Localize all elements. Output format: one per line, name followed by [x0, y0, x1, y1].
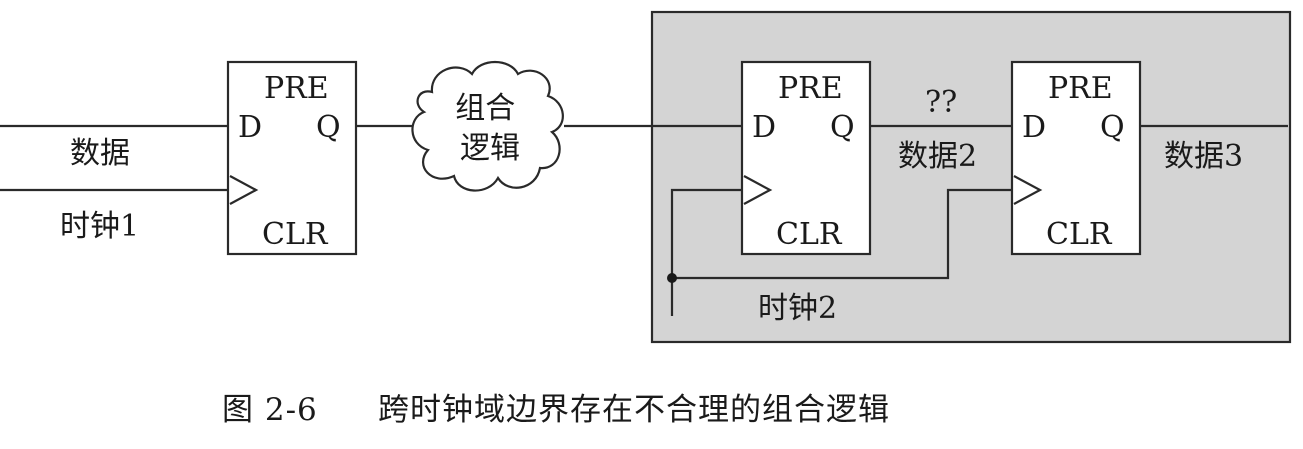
clock2-label: 时钟2	[758, 291, 837, 326]
figure-number: 图 2-6	[222, 392, 318, 428]
clock-triangle-icon	[229, 175, 259, 205]
flip-flop-3: PRE D Q CLR	[1010, 60, 1142, 256]
ff1-q-label: Q	[316, 110, 341, 145]
figure-caption: 跨时钟域边界存在不合理的组合逻辑	[378, 392, 890, 428]
data-input-label: 数据	[70, 136, 130, 171]
cloud-icon	[411, 61, 564, 192]
ff1-clr-label: CLR	[262, 217, 329, 252]
flip-flop-1: PRE D Q CLR	[226, 60, 358, 256]
flip-flop-3-body	[1010, 60, 1142, 256]
clock2-junction-dot	[667, 273, 677, 283]
ff2-pre-label: PRE	[778, 71, 843, 106]
flip-flop-2-body	[740, 60, 872, 256]
clock1-label: 时钟1	[60, 209, 139, 244]
ff1-d-label: D	[238, 110, 262, 145]
ff3-d-label: D	[1022, 110, 1046, 145]
ff3-q-label: Q	[1100, 110, 1125, 145]
flip-flop-1-body	[226, 60, 358, 256]
clock-triangle-icon	[743, 175, 773, 205]
ff2-d-label: D	[752, 110, 776, 145]
unknown-state-label: ??	[925, 85, 957, 120]
clock2-ff3-wire	[672, 188, 1012, 280]
ff1-pre-label: PRE	[264, 71, 329, 106]
data2-label: 数据2	[898, 139, 977, 174]
combinational-logic-label: 组合 逻辑	[455, 91, 525, 166]
data3-label: 数据3	[1164, 139, 1243, 174]
flip-flop-2: PRE D Q CLR	[740, 60, 872, 256]
combinational-logic-line-2: 逻辑	[460, 131, 520, 166]
combinational-logic-line-1: 组合	[455, 91, 515, 126]
combinational-logic-cloud: 组合 逻辑	[411, 61, 564, 192]
clock-triangle-icon	[1013, 175, 1043, 205]
ff2-clr-label: CLR	[776, 217, 843, 252]
ff2-q-label: Q	[830, 110, 855, 145]
ff3-clr-label: CLR	[1046, 217, 1113, 252]
ff3-pre-label: PRE	[1048, 71, 1113, 106]
